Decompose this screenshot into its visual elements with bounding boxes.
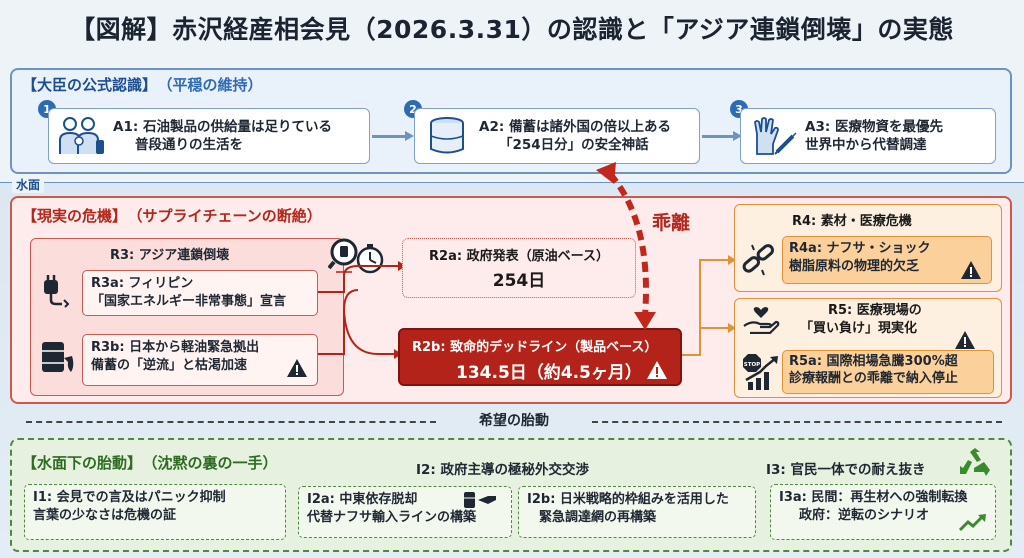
r5a-line1: R5a: 国際相場急騰300%超 bbox=[789, 354, 958, 369]
r5a-box: R5a: 国際相場急騰300%超 診療報酬との乖離で納入停止 bbox=[782, 350, 994, 394]
i2-heading: I2: 政府主導の極秘外交交渉 bbox=[416, 462, 590, 478]
oil-tank-icon bbox=[415, 109, 479, 163]
family-icon bbox=[49, 109, 113, 163]
official-heading: 【大臣の公式認識】 （平穏の維持） bbox=[22, 74, 263, 95]
official-heading-label: 【大臣の公式認識】 bbox=[22, 76, 158, 94]
a1-line1: A1: 石油製品の供給量は足りている bbox=[113, 118, 332, 135]
a1-line2: 普段通りの生活を bbox=[135, 137, 243, 153]
trend-up-icon bbox=[958, 512, 988, 532]
a3-line1: A3: 医療物資を最優先 bbox=[805, 118, 943, 135]
r3a-box: R3a: フィリピン 「国家エネルギー非常事態」宣言 bbox=[82, 270, 318, 316]
svg-text:STOP: STOP bbox=[744, 362, 760, 368]
fuel-drum-icon bbox=[462, 490, 498, 510]
r5a-line2: 診療報酬との乖離で納入停止 bbox=[789, 370, 958, 386]
official-item-a2: A2: 備蓄は諸外国の倍以上ある 「254日分」の安全神話 bbox=[414, 108, 700, 164]
gap-label: 乖離 bbox=[652, 212, 691, 234]
divider-left bbox=[26, 421, 436, 423]
hope-heading: 【水面下の胎動】 （沈黙の裏の一手） bbox=[22, 452, 278, 473]
divider-label: 希望の胎動 bbox=[479, 413, 549, 429]
broken-chain-icon bbox=[740, 242, 776, 278]
oil-drum-icon bbox=[38, 338, 78, 378]
r3-heading: R3: アジア連鎖倒壊 bbox=[110, 248, 230, 263]
water-surface-label: 水面 bbox=[12, 176, 45, 193]
r2b-to-r4-r5-connectors bbox=[682, 255, 736, 356]
r2b-line1: R2b: 致命的デッドライン（製品ベース） bbox=[412, 340, 658, 355]
stop-chart-icon: STOP bbox=[740, 352, 780, 392]
r3b-line1: R3b: 日本から軽油緊急拠出 bbox=[91, 340, 260, 355]
r3a-line1: R3a: フィリピン bbox=[91, 276, 194, 291]
r5-heading-line2: 「買い負け」現実化 bbox=[800, 321, 918, 337]
i2b-box: I2b: 日米戦略的枠組みを活用した 緊急調達網の再構築 bbox=[518, 486, 756, 538]
r5-heading: R5: 医療現場の 「買い負け」現実化 bbox=[800, 302, 922, 338]
hope-heading-label: 【水面下の胎動】 bbox=[22, 454, 143, 472]
r3b-line2: 備蓄の「逆流」と枯渇加速 bbox=[91, 357, 248, 373]
hand-heart-icon bbox=[742, 306, 780, 334]
a3-line2: 世界中から代替調達 bbox=[805, 137, 927, 153]
official-item-a1: A1: 石油製品の供給量は足りている 普段通りの生活を bbox=[48, 108, 370, 164]
r4a-box: R4a: ナフサ・ショック 樹脂原料の物理的欠乏 bbox=[782, 236, 992, 284]
gap-double-arrow bbox=[596, 162, 656, 330]
r3a-line2: 「国家エネルギー非常事態」宣言 bbox=[91, 293, 287, 309]
i2b-line1: I2b: 日米戦略的枠組みを活用した bbox=[527, 492, 729, 507]
hope-subheading: （沈黙の裏の一手） bbox=[150, 454, 278, 472]
r5-heading-line1: R5: 医療現場の bbox=[828, 303, 922, 318]
i2a-box: I2a: 中東依存脱却 代替ナフサ輸入ラインの構築 bbox=[298, 486, 512, 538]
i2a-line2: 代替ナフサ輸入ラインの構築 bbox=[307, 510, 477, 526]
plug-icon bbox=[40, 274, 76, 308]
r3-connectors bbox=[318, 261, 406, 359]
water-surface-line bbox=[0, 182, 1024, 183]
divider-right bbox=[592, 421, 1002, 423]
r4-heading: R4: 素材・医療危機 bbox=[792, 214, 912, 229]
r2a-box: R2a: 政府発表（原油ベース） 254日 bbox=[402, 238, 636, 298]
official-item-a3: A3: 医療物資を最優先 世界中から代替調達 bbox=[740, 108, 996, 164]
i3a-box: I3a: 民間：再生材への強制転換 政府：逆転のシナリオ bbox=[770, 484, 996, 540]
r2a-line1: R2a: 政府発表（原油ベース） bbox=[429, 249, 609, 264]
r2b-line2: 134.5日（約4.5ヶ月） bbox=[456, 363, 642, 383]
i2b-line2: 緊急調達網の再構築 bbox=[539, 510, 657, 526]
crisis-subheading: （サプライチェーンの断絶） bbox=[135, 207, 322, 225]
crisis-heading: 【現実の危機】 （サプライチェーンの断絶） bbox=[22, 205, 322, 226]
i3a-line1: I3a: 民間：再生材への強制転換 bbox=[779, 490, 968, 505]
i1-line2: 言葉の少なさは危機の証 bbox=[33, 508, 177, 524]
r2a-line2: 254日 bbox=[492, 271, 546, 291]
i1-box: I1: 会見での言及はパニック抑制 言葉の少なさは危機の証 bbox=[24, 484, 286, 540]
r3b-box: R3b: 日本から軽油緊急拠出 備蓄の「逆流」と枯渇加速 bbox=[82, 334, 318, 386]
page-title: 【図解】赤沢経産相会見（2026.3.31）の認識と「アジア連鎖倒壊」の実態 bbox=[70, 15, 954, 44]
warning-icon bbox=[286, 358, 308, 378]
i1-line1: I1: 会見での言及はパニック抑制 bbox=[33, 490, 226, 505]
i3a-line2: 政府：逆転のシナリオ bbox=[799, 508, 930, 524]
warning-icon bbox=[960, 260, 982, 280]
crisis-heading-label: 【現実の危機】 bbox=[22, 207, 128, 225]
arrow-a2-a3 bbox=[702, 131, 742, 141]
gloves-syringe-icon bbox=[741, 109, 805, 163]
r4a-line1: R4a: ナフサ・ショック bbox=[789, 241, 931, 256]
r4a-line2: 樹脂原料の物理的欠乏 bbox=[789, 258, 920, 274]
recycle-icon bbox=[958, 448, 992, 478]
warning-icon bbox=[954, 330, 976, 350]
official-subheading: （平穏の維持） bbox=[165, 76, 263, 94]
warning-icon bbox=[647, 361, 667, 379]
i2a-line1: I2a: 中東依存脱却 bbox=[307, 492, 418, 507]
i3-heading: I3: 官民一体での耐え抜き bbox=[766, 462, 926, 478]
arrow-a1-a2 bbox=[372, 131, 414, 141]
a2-line1: A2: 備蓄は諸外国の倍以上ある bbox=[479, 118, 671, 135]
r2b-box: R2b: 致命的デッドライン（製品ベース） 134.5日（約4.5ヶ月） bbox=[398, 328, 682, 386]
a2-line2: 「254日分」の安全神話 bbox=[499, 137, 649, 153]
